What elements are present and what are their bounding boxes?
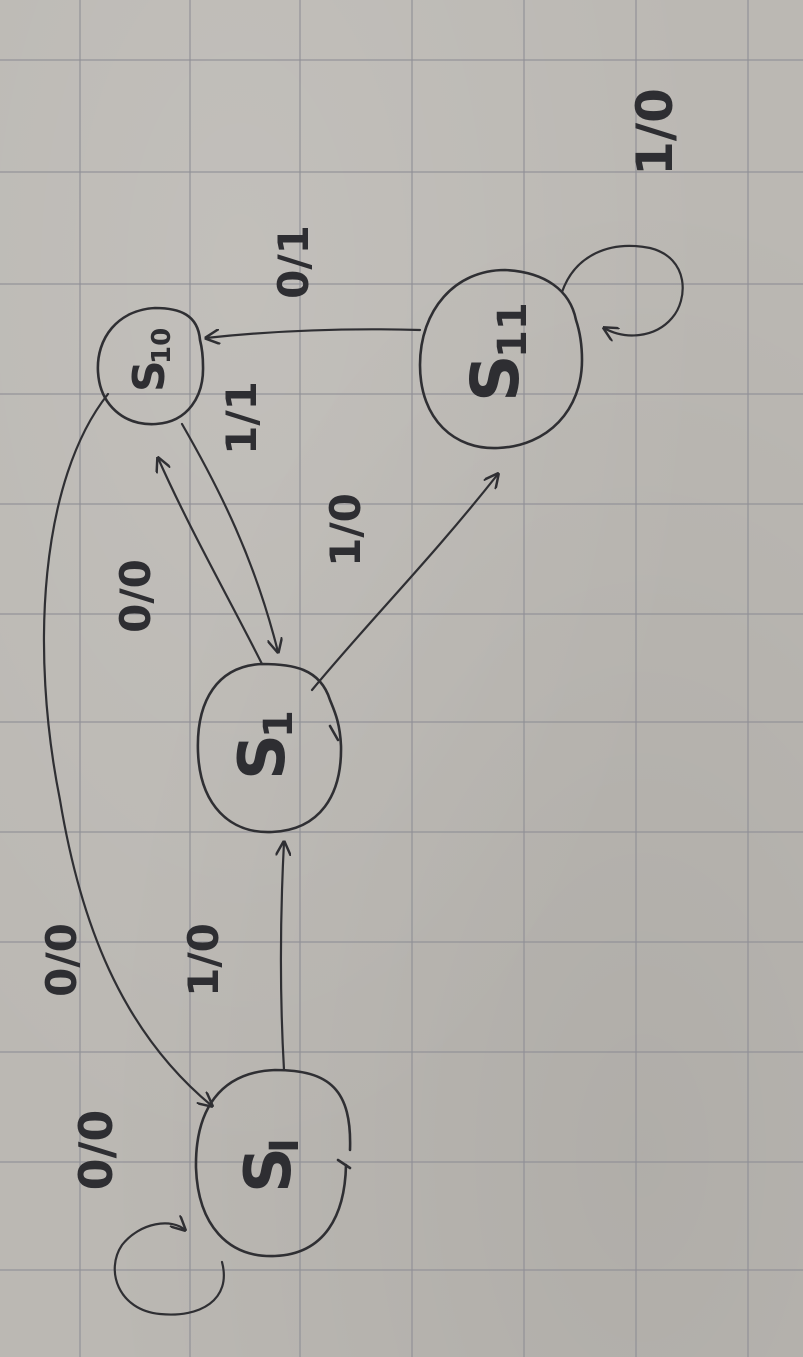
state-s-10-name: S xyxy=(124,360,175,392)
state-s-1[interactable]: S 1 xyxy=(196,662,343,834)
transition-s11-s11-label: 1/0 xyxy=(626,88,684,176)
transition-s11-s11[interactable]: 1/0 xyxy=(560,88,684,335)
transition-s10-s1-label: 1/1 xyxy=(217,381,266,455)
transition-s1-s11-label: 1/0 xyxy=(321,493,370,567)
state-s-10-subscript: 10 xyxy=(147,328,177,364)
state-s-11-subscript: 11 xyxy=(490,302,536,358)
state-s-i-name: S xyxy=(232,1147,306,1193)
transition-si-si-label: 0/0 xyxy=(69,1110,123,1191)
transition-s1-s11[interactable]: 1/0 xyxy=(310,474,498,692)
state-s-i-subscript: I xyxy=(262,1138,308,1153)
transition-s1-s10[interactable]: 0/0 xyxy=(111,458,264,666)
transition-si-s1-label: 1/0 xyxy=(179,923,228,997)
transition-s10-si[interactable]: 0/0 xyxy=(37,392,212,1106)
state-s-1-subscript: 1 xyxy=(256,710,302,738)
transition-s10-s1[interactable]: 1/1 xyxy=(180,381,278,652)
transition-si-si[interactable]: 0/0 xyxy=(69,1110,225,1316)
state-s-1-name: S xyxy=(226,734,300,780)
transition-si-s1[interactable]: 1/0 xyxy=(179,842,284,1072)
state-s-10[interactable]: S 10 xyxy=(96,306,205,426)
transition-s11-s10-label: 0/1 xyxy=(269,225,318,299)
transition-s11-s10[interactable]: 0/1 xyxy=(206,225,422,338)
state-s-11-name: S xyxy=(457,354,534,402)
state-s-11[interactable]: S 11 xyxy=(418,268,584,450)
transition-s10-si-label: 0/0 xyxy=(37,923,86,997)
state-s-i[interactable]: S I xyxy=(194,1068,352,1258)
transition-s1-s10-label: 0/0 xyxy=(111,559,160,633)
